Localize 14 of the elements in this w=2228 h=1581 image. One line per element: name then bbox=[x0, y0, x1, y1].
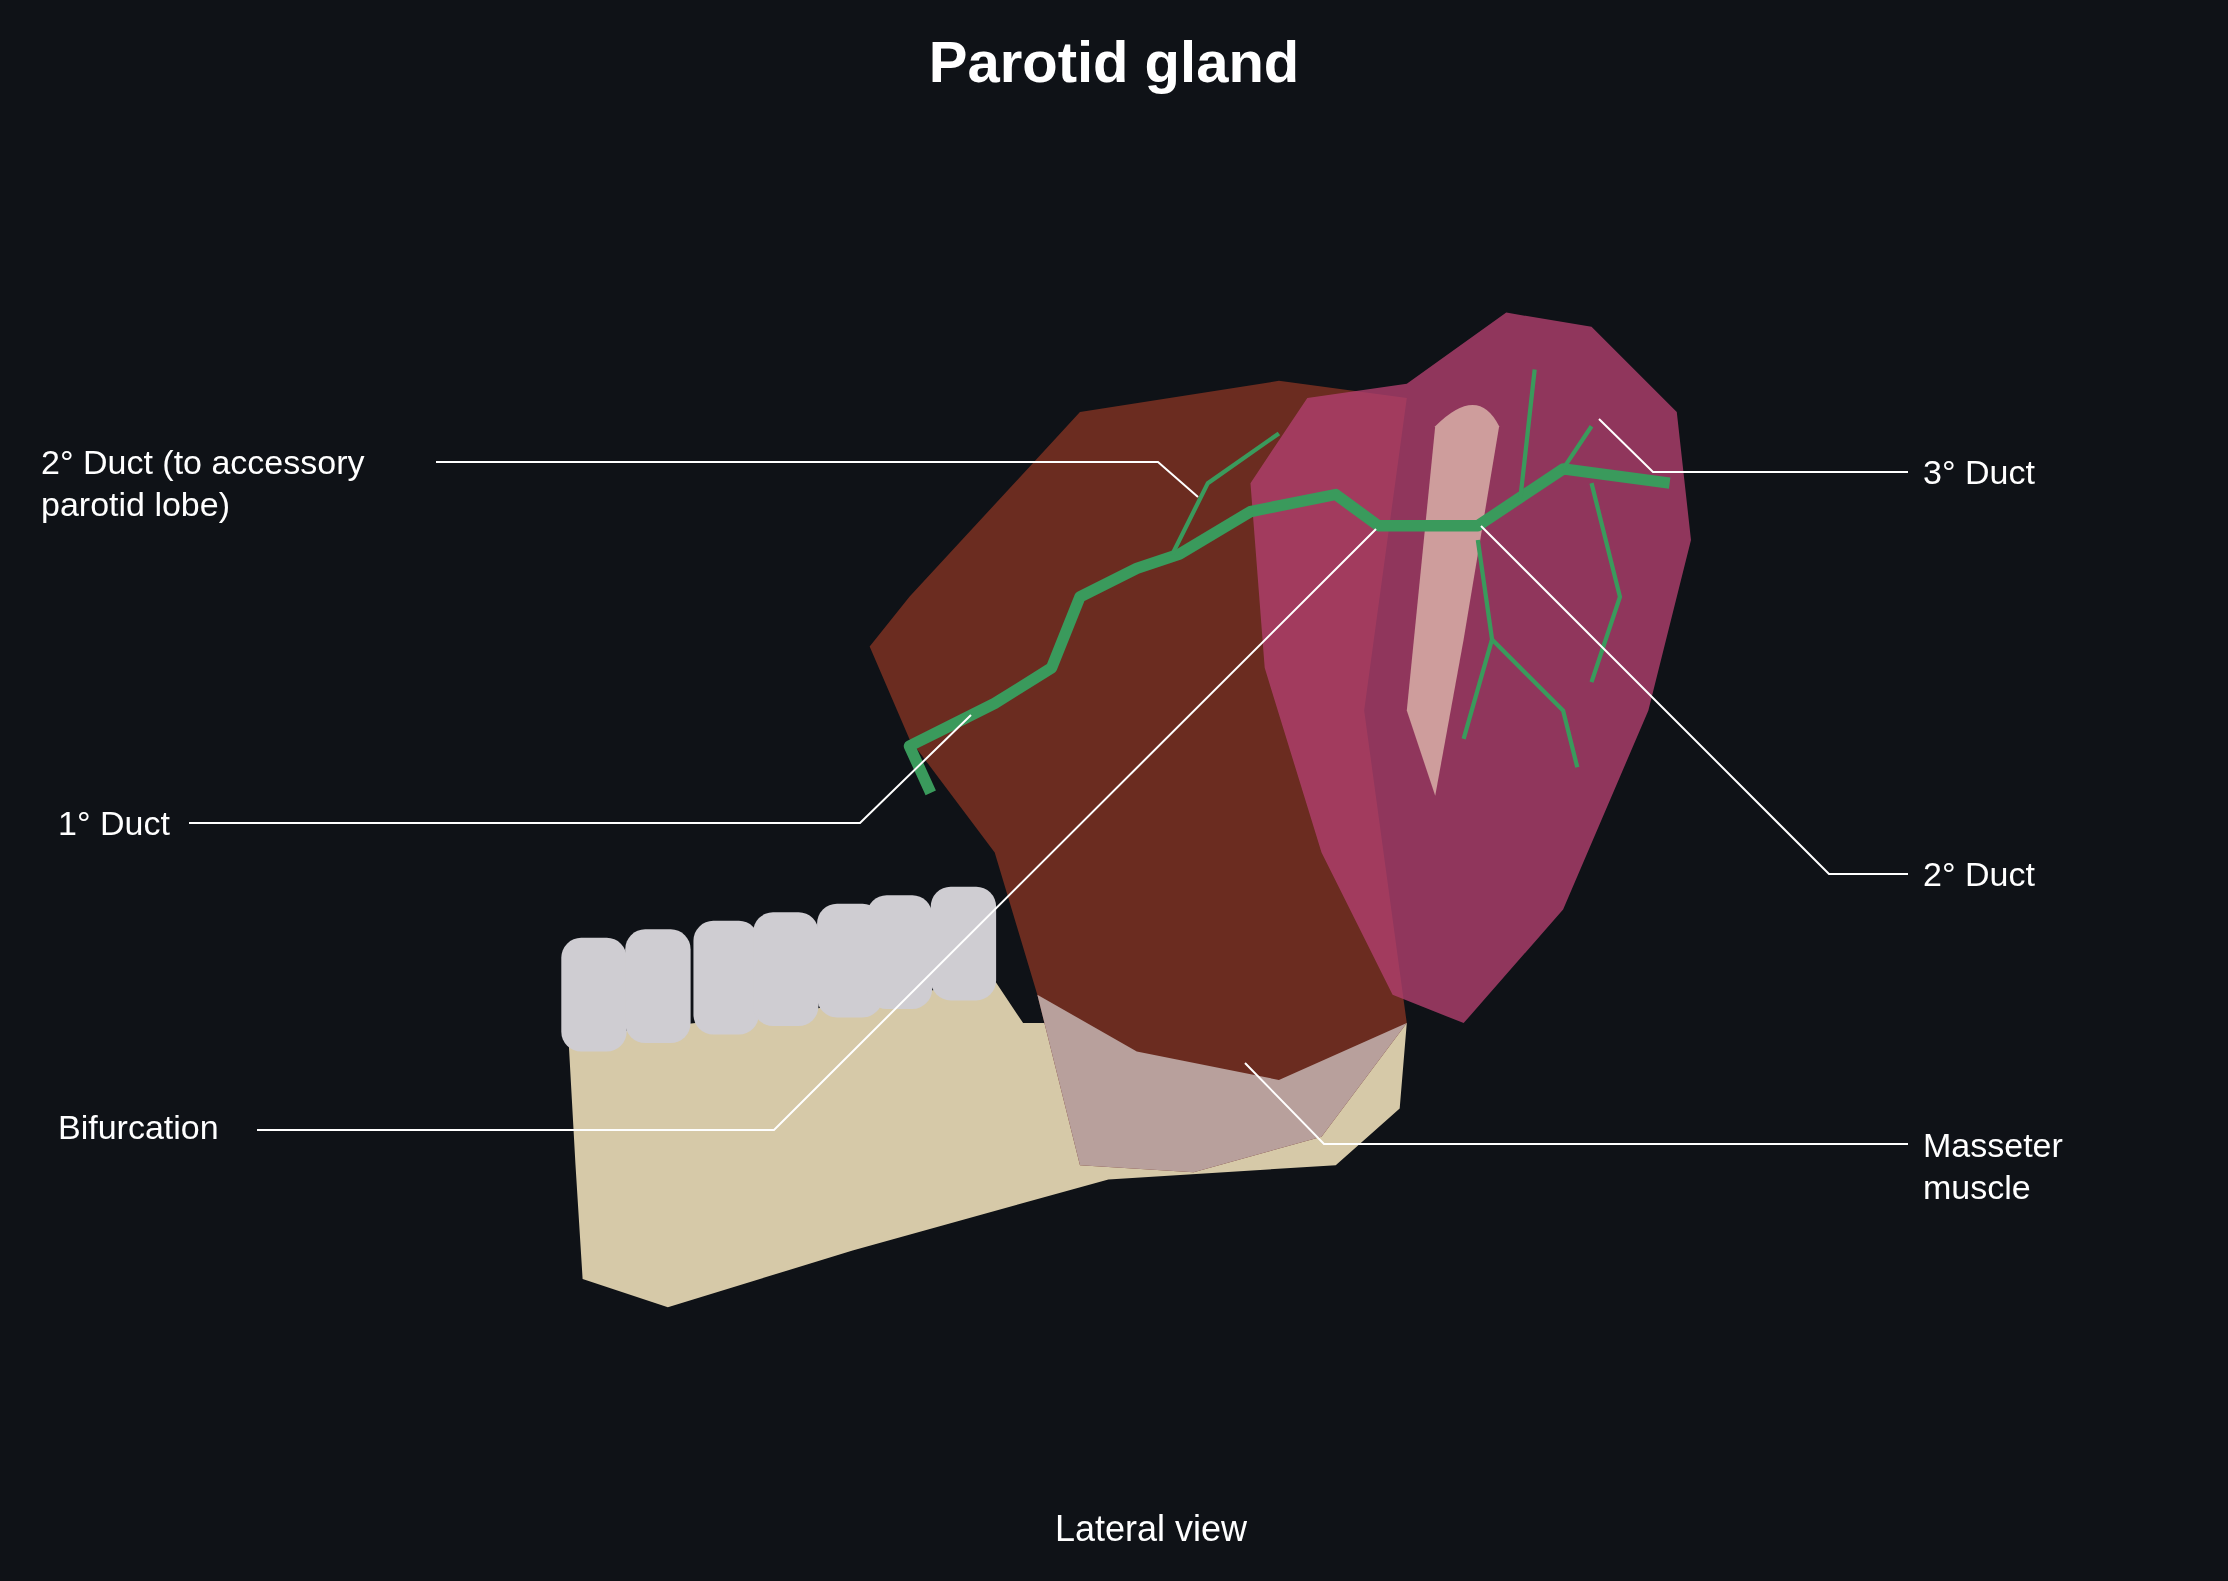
leader-line bbox=[188, 714, 972, 824]
title: Parotid gland bbox=[927, 28, 1301, 95]
caption: Lateral view bbox=[1053, 1508, 1249, 1550]
leader-line bbox=[1244, 1062, 1909, 1145]
part-label: 3° Duct bbox=[1923, 451, 2123, 493]
leader-line bbox=[435, 461, 1199, 498]
leader-line bbox=[256, 528, 1377, 1131]
leader-line bbox=[1480, 525, 1909, 875]
part-label: Bifurcation bbox=[58, 1106, 258, 1148]
part-label: 2° Duct bbox=[1923, 853, 2123, 895]
part-label: 1° Duct bbox=[58, 802, 198, 844]
leader-line bbox=[1598, 418, 1909, 473]
part-label: 2° Duct (to accessory parotid lobe) bbox=[41, 441, 441, 525]
part-label: Masseter muscle bbox=[1923, 1124, 2103, 1208]
